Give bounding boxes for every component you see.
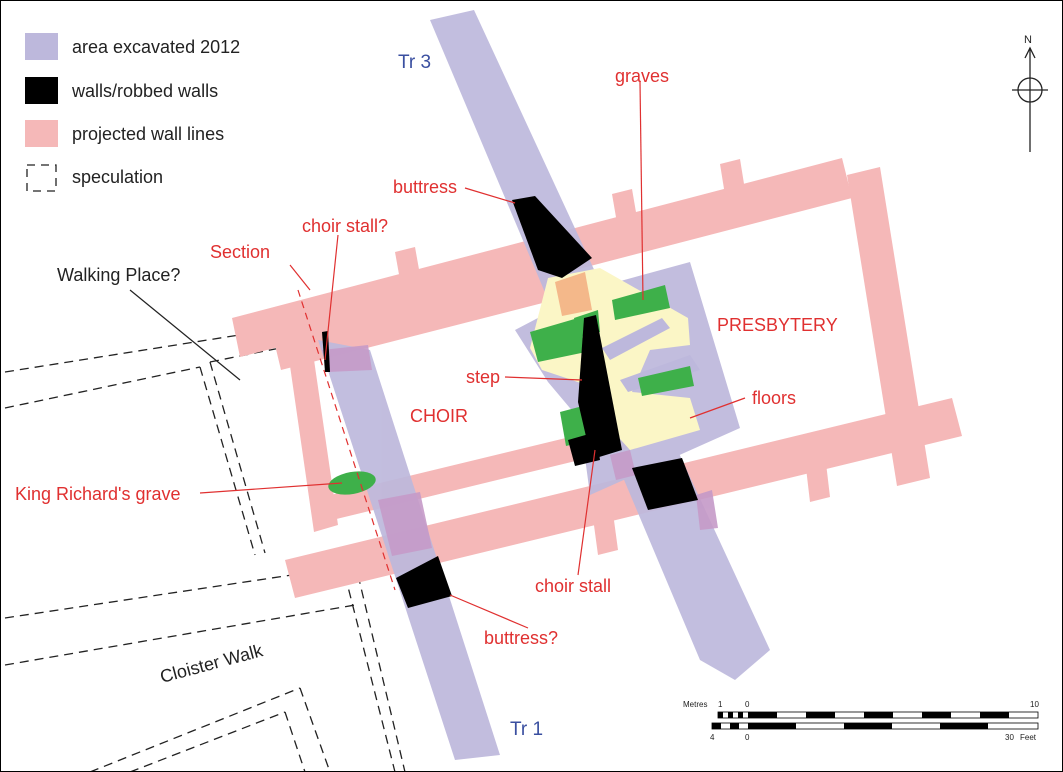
scale-metres-label: Metres xyxy=(683,700,707,709)
overlap-zones xyxy=(322,345,718,556)
label-choir: CHOIR xyxy=(410,406,468,426)
label-buttress-q: buttress? xyxy=(484,628,558,648)
legend: area excavated 2012 walls/robbed walls p… xyxy=(25,33,240,192)
scale-metres-tick-1: 1 xyxy=(718,700,723,709)
label-choir-stall-q: choir stall? xyxy=(302,216,388,236)
label-step: step xyxy=(466,367,500,387)
legend-swatch-speculation xyxy=(26,164,57,192)
graves-markings xyxy=(328,285,694,495)
north-arrow: N xyxy=(1012,34,1048,152)
label-buttress: buttress xyxy=(393,177,457,197)
scale-metres-tick-0: 0 xyxy=(745,700,750,709)
label-walking-place: Walking Place? xyxy=(57,265,180,285)
speculation-lines xyxy=(4,322,406,772)
legend-swatch-projected xyxy=(25,120,58,147)
scale-bar: Metres 1 0 10 4 0 30 Feet xyxy=(683,700,1039,742)
legend-label-walls: walls/robbed walls xyxy=(71,81,218,101)
legend-label-speculation: speculation xyxy=(72,167,163,187)
walking-place-leader xyxy=(129,289,241,381)
scale-feet-tick-0: 0 xyxy=(745,733,750,742)
leader-lines xyxy=(199,81,746,629)
orange-overlap xyxy=(555,272,592,316)
legend-label-excavated: area excavated 2012 xyxy=(72,37,240,57)
scale-metres-tick-10: 10 xyxy=(1030,700,1039,709)
legend-swatch-excavated xyxy=(25,33,58,60)
legend-swatch-walls xyxy=(25,77,58,104)
label-section: Section xyxy=(210,242,270,262)
label-tr1: Tr 1 xyxy=(510,719,543,740)
scale-feet-label: Feet xyxy=(1020,733,1037,742)
label-king-richards-grave: King Richard's grave xyxy=(15,484,181,504)
label-floors: floors xyxy=(752,388,796,408)
label-graves: graves xyxy=(615,66,669,86)
north-label: N xyxy=(1024,34,1032,46)
label-choir-stall: choir stall xyxy=(535,576,611,596)
label-presbytery: PRESBYTERY xyxy=(717,315,838,335)
section-line xyxy=(297,289,396,591)
label-cloister-walk: Cloister Walk xyxy=(158,640,266,687)
label-tr3: Tr 3 xyxy=(398,52,431,73)
legend-label-projected: projected wall lines xyxy=(72,124,224,144)
king-richards-grave-marker xyxy=(328,471,376,495)
scale-feet-tick-4: 4 xyxy=(710,733,715,742)
walls-robbed-walls xyxy=(322,196,698,608)
scale-feet-tick-30: 30 xyxy=(1005,733,1014,742)
